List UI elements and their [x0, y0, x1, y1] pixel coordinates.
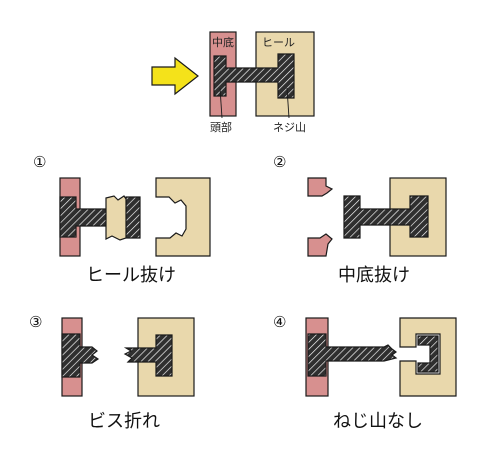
- thread-leader-line: [286, 87, 290, 119]
- case-2-screw: [343, 195, 429, 239]
- case-2-sole-pullout: ② 中底抜け: [273, 153, 447, 286]
- case-2-caption: 中底抜け: [338, 265, 410, 286]
- heel-label: ヒール: [262, 36, 295, 49]
- case-2-number: ②: [273, 153, 286, 171]
- case-3-screw-break: ③ ビス折れ: [29, 313, 195, 432]
- case-3-caption: ビス折れ: [88, 411, 160, 432]
- sole-label: 中底: [212, 35, 234, 49]
- screw-shape: [213, 53, 295, 99]
- case-1-heel-fragment: [105, 195, 127, 241]
- case-2-sole-top-piece: [307, 177, 334, 197]
- head-leader-line: [219, 87, 223, 119]
- thread-label: ネジ山: [273, 121, 306, 134]
- case-4-no-thread: ④ ねじ山なし: [273, 313, 457, 432]
- case-4-heel-block: [399, 317, 457, 397]
- case-3-screw-thread-part: [123, 334, 173, 377]
- case-4-number: ④: [273, 313, 286, 331]
- arrow-icon: [151, 56, 199, 96]
- case-4-screw: [307, 333, 398, 377]
- case-3-number: ③: [29, 313, 42, 331]
- head-label: 頭部: [210, 120, 232, 134]
- case-1-screw: [59, 196, 141, 239]
- case-4-stripped-thread: [417, 335, 439, 373]
- case-1-caption: ヒール抜け: [86, 265, 176, 286]
- case-1-heel-pullout: ① ヒール抜け: [33, 153, 211, 286]
- case-3-screw-head-part: [61, 333, 100, 378]
- case-1-heel-block: [155, 177, 211, 257]
- case-4-caption: ねじ山なし: [333, 411, 423, 432]
- case-2-sole-bottom-piece: [307, 233, 333, 257]
- case-1-number: ①: [33, 153, 46, 171]
- overview-diagram: 中底 ヒール 頭部 ネジ山: [151, 31, 315, 134]
